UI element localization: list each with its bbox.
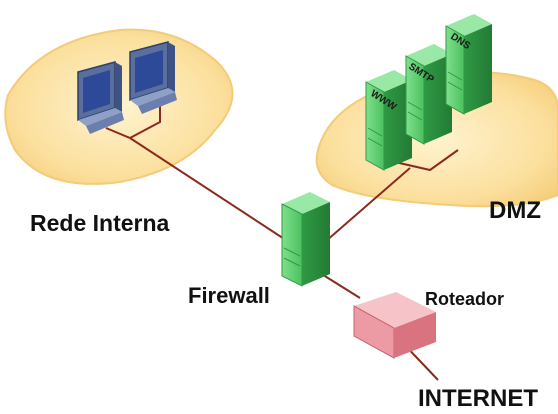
dns-server-icon: DNS (445, 14, 492, 115)
smtp-server-icon: SMTP (405, 44, 452, 145)
firewall-icon (281, 192, 330, 287)
router-icon (353, 292, 436, 359)
pc-2-icon (129, 41, 177, 114)
internal-network-label: Rede Interna (30, 210, 170, 236)
firewall-label: Firewall (188, 283, 270, 308)
router-label: Roteador (425, 289, 505, 309)
link-dmz-to-firewall (317, 167, 411, 249)
internet-label: INTERNET (418, 385, 538, 412)
www-server-icon: WWW (365, 70, 412, 171)
dmz-label: DMZ (489, 197, 541, 224)
link-pc1 (105, 127, 131, 139)
pc-1-icon (77, 61, 124, 134)
link-pc2 (129, 100, 161, 139)
link-internal-to-firewall (129, 137, 299, 249)
link-dmz-bus (394, 149, 459, 172)
